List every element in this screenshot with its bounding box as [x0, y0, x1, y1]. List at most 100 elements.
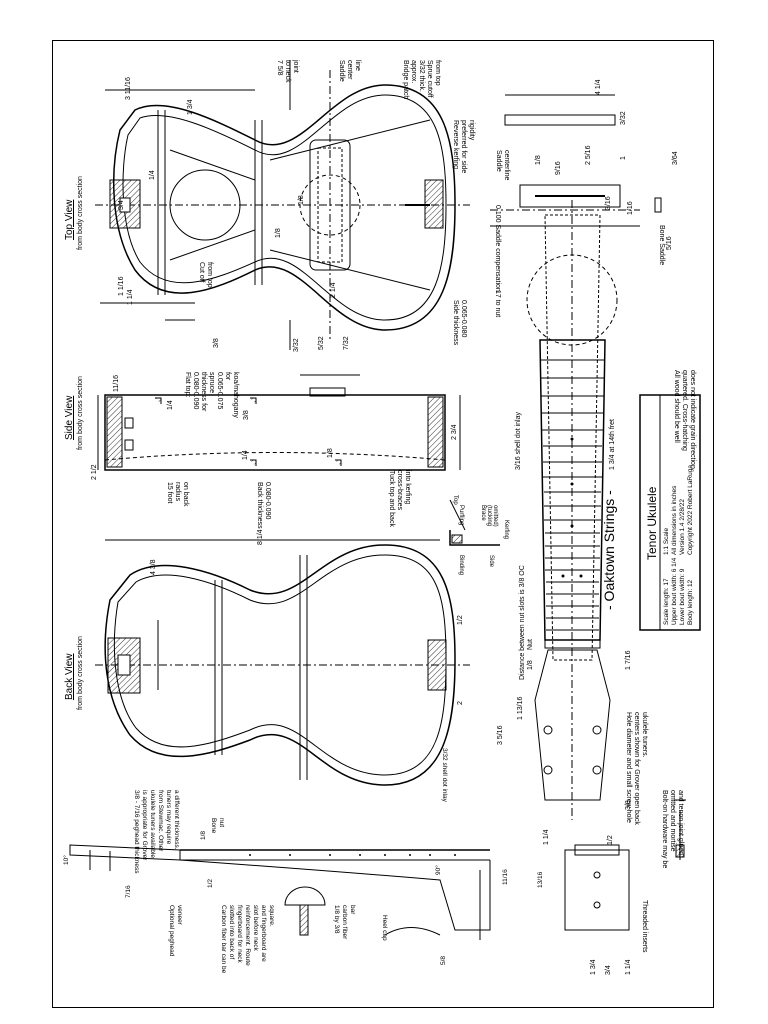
- back-view-labels: Back View from body cross section 8 1/4 …: [64, 470, 464, 710]
- title-main: - Oaktown Strings -: [601, 490, 617, 610]
- angle-90: 90°: [434, 865, 442, 875]
- nut-label: Nut: [527, 639, 534, 650]
- note-back-radius-1: 15 foot: [166, 482, 173, 503]
- spec-version: Version 1.4 2/28/22: [679, 499, 686, 555]
- br-3-16: 3/16: [605, 196, 612, 210]
- note-bridge-patch-5: from top: [434, 60, 441, 86]
- ph-1-2: 1/2: [607, 835, 614, 845]
- saddle-comp: 0.100 Saddle compensation: [494, 205, 501, 292]
- soundhole: [169, 169, 241, 241]
- spec-scale: 1:1 Scale: [663, 528, 670, 555]
- kerf-binding: Binding: [458, 555, 464, 575]
- note-carbon-bar-2: carbon fiber: [341, 905, 348, 940]
- dim-side-2-3-4: 2 3/4: [451, 424, 458, 440]
- neck-1-2: 1/2: [207, 879, 214, 888]
- note-cut-off-2: from top: [206, 262, 213, 288]
- note-back-thickness-2: 0.080-0.090: [264, 482, 271, 519]
- note-bridge-patch-3: 3/32 thick.: [418, 60, 425, 92]
- note-flat-top-3: thickness for: [200, 372, 207, 412]
- note-carbon-5: slot before neck: [252, 905, 259, 952]
- spec-copyright: Copyright 2022 Robert LaRuga: [687, 465, 694, 555]
- note-cut-off-1: Cut off: [198, 262, 205, 283]
- neck-1-8: 1/8: [200, 831, 207, 840]
- dim-back-1-2: 1/2: [457, 615, 464, 625]
- neck-side-labels: 3/8 - 7/16 peghead thickness is appropri…: [62, 748, 544, 974]
- note-reverse-kerfing-3: rigidity: [468, 120, 475, 141]
- note-carbon-bar-1: 1/8 by 3/8: [333, 905, 340, 934]
- saddle-centerline-1: Saddle: [495, 150, 502, 172]
- spec-upper-bout: Upper bout width: 6 1/4: [671, 557, 678, 625]
- threaded-insert: [674, 799, 686, 860]
- peghead-side: [69, 844, 181, 861]
- dim-side-1-4: 1/4: [167, 400, 174, 410]
- kerf-top: Top: [452, 495, 458, 505]
- note-peghead-3: ukulele tuners available: [149, 790, 156, 858]
- dim-top-1-1-16: 1 1/16: [118, 276, 125, 296]
- title-block-text: - Oaktown Strings - Tenor Ukulele Scale …: [601, 465, 694, 625]
- note-back-thickness-1: Back thickness: [256, 482, 263, 529]
- back-body-outline: [104, 544, 456, 786]
- note-bridge-patch-1: Bridge patch: [402, 60, 409, 99]
- kerf-brace: Brace: [480, 505, 486, 521]
- neck-side-dots: [249, 854, 456, 856]
- top-view-sub: from body cross section: [77, 176, 84, 250]
- br-2-5-16: 2 5/16: [585, 145, 592, 165]
- note-neck-joint-2: to neck: [284, 60, 291, 83]
- fret-dots: [561, 437, 583, 578]
- br-9-16: 9/16: [555, 161, 562, 175]
- bridge-fret-labels: 4 1/4 3/32 1 9/16 2 5/16 1/8 3/16 3/64 5…: [494, 79, 696, 975]
- note-saddle-center-1: Saddle: [338, 60, 345, 82]
- back-view-title: Back View: [64, 653, 75, 700]
- dim-side-1-8: 1/8: [327, 448, 334, 458]
- note-carbon-7: square.: [268, 905, 275, 927]
- note-reverse-kerfing-2: preferred for side: [460, 120, 467, 173]
- note-back-radius-2: radius: [174, 482, 181, 502]
- note-tuck-3: into kerfing: [404, 470, 411, 504]
- note-carbon-bar-3: bar: [349, 905, 356, 915]
- spec-units: All dimensions in inches: [671, 485, 678, 555]
- side-dot-inlay: 3/32 shell dot inlay: [441, 748, 448, 803]
- kerf-kerfing: Kerfing: [503, 520, 509, 539]
- note-neck-joint-3: joint: [292, 59, 299, 73]
- note-tuck-1: Tuck top and back: [388, 470, 395, 527]
- top-kerf-outline: [122, 94, 447, 321]
- to-nut: 17 to nut: [494, 290, 501, 317]
- heel-block: [564, 849, 630, 931]
- top-body-outline: [113, 84, 456, 331]
- hole-1: Hole diameter and small screw hole: [625, 712, 632, 823]
- spec-lower-bout: Lower bout width: 9: [679, 568, 686, 625]
- back-tail-block: [427, 639, 447, 691]
- heel-cap: [384, 927, 441, 936]
- fret-14: 1 3/4 at 14th fret: [609, 419, 616, 470]
- side-tail-block: [427, 396, 444, 468]
- dim-top-2-1-4: 2 1/4: [330, 282, 337, 298]
- dim-side-2-1-2: 2 1/2: [91, 464, 98, 480]
- note-side-thickness-2: 0.065-0.080: [460, 300, 467, 337]
- kerf-tucking: (tucking: [486, 505, 492, 526]
- dim-side-3-8: 3/8: [243, 410, 250, 420]
- br-5-16: 5/16: [666, 236, 673, 250]
- side-body-outline: [104, 394, 446, 471]
- neck-13-16: 13/16: [537, 871, 544, 888]
- dim-top-1-8b: 1/8: [275, 228, 282, 238]
- dim-back-4-3-8: 4 3/8: [150, 559, 157, 575]
- peghead-plan: [534, 649, 611, 801]
- note-bone-nut-1: Bone: [210, 818, 217, 834]
- neck-5-8: 5/8: [440, 956, 447, 965]
- note-peghead-1: 3/8 - 7/16 peghead thickness: [133, 790, 140, 874]
- note-bridge-patch-2: approx.: [410, 60, 417, 83]
- bolt-2: omitted and mortise: [669, 790, 676, 852]
- bridge-side: [309, 387, 346, 397]
- dim-top-3-4: 3/4: [118, 200, 125, 210]
- note-peghead-5: tuners may require: [165, 790, 172, 845]
- kerf-purfling: Purfling: [458, 505, 464, 525]
- br-1-8: 1/8: [535, 155, 542, 165]
- note-carbon-3: fingerboard for neck: [236, 905, 243, 964]
- dim-top-1-1-4: 1 1/4: [127, 289, 134, 305]
- hb-1-1-4: 1 1/4: [625, 959, 632, 975]
- kerf-detail-labels: Top Purfling Brace (tucking omitted) Ker…: [452, 495, 509, 575]
- kerf-side: Side: [488, 555, 494, 568]
- side-view-title: Side View: [64, 395, 75, 440]
- hole-3: ukulele tuners.: [641, 712, 648, 758]
